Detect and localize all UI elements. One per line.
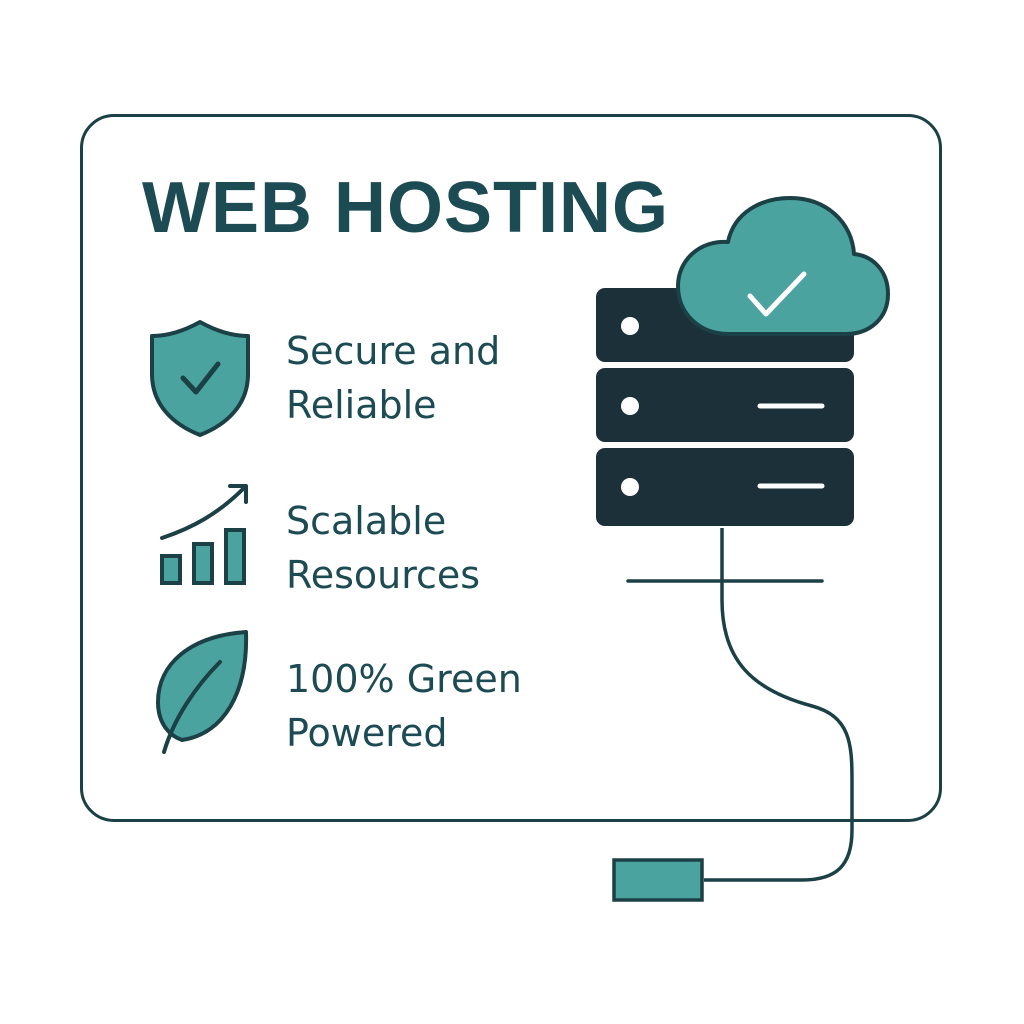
- feature-green-line1: 100% Green: [286, 657, 522, 701]
- feature-scalable-line1: Scalable: [286, 499, 447, 543]
- feature-secure: Secure and Reliable: [286, 324, 500, 432]
- plug-icon: [612, 858, 704, 902]
- shield-check-icon: [150, 320, 250, 437]
- feature-secure-line2: Reliable: [286, 383, 437, 427]
- feature-secure-line1: Secure and: [286, 329, 501, 373]
- page-title: WEB HOSTING: [142, 168, 669, 248]
- feature-green-line2: Powered: [286, 711, 448, 755]
- leaf-icon: [156, 630, 249, 754]
- feature-scalable-line2: Resources: [286, 553, 481, 597]
- growth-chart-icon: [160, 484, 248, 585]
- feature-green: 100% Green Powered: [286, 652, 522, 760]
- feature-scalable: Scalable Resources: [286, 494, 480, 602]
